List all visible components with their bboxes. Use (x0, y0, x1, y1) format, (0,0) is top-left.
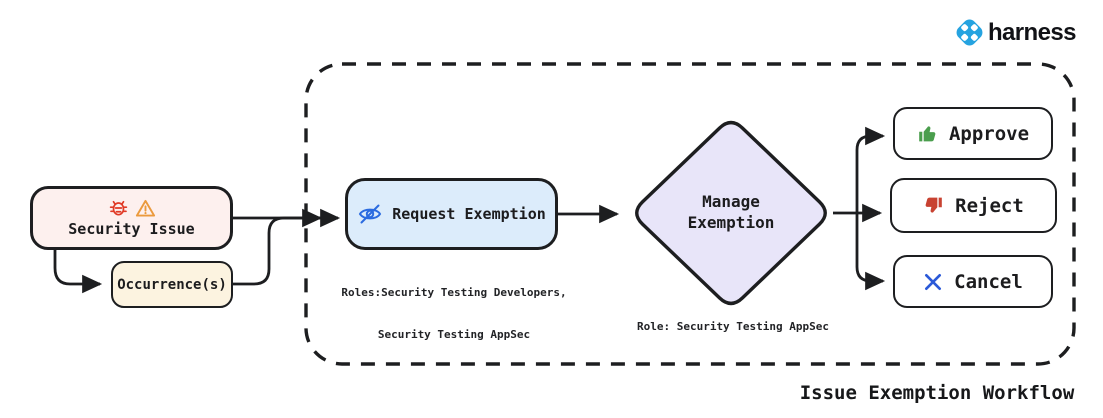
roles-note-line1: Roles:Security Testing Developers, (341, 286, 567, 299)
request-exemption-roles-note: Roles:Security Testing Developers, Secur… (334, 258, 574, 370)
thumbs-up-icon (919, 126, 936, 142)
workflow-caption: Issue Exemption Workflow (799, 382, 1075, 404)
security-issue-icons (108, 198, 156, 218)
occurrences-label: Occurrence(s) (117, 276, 227, 293)
manage-exemption-role-note: Role: Security Testing AppSec (636, 320, 830, 333)
warning-icon (135, 199, 155, 217)
request-exemption-label: Request Exemption (392, 205, 546, 223)
node-approve: Approve (893, 107, 1053, 160)
x-icon (925, 273, 942, 290)
node-security-issue: Security Issue (30, 186, 233, 250)
node-request-exemption: Request Exemption (345, 178, 558, 250)
node-occurrences: Occurrence(s) (111, 261, 233, 308)
reject-label: Reject (955, 194, 1024, 217)
manage-exemption-label: Manage Exemption (687, 192, 775, 232)
node-cancel: Cancel (893, 255, 1053, 308)
node-reject: Reject (890, 178, 1057, 233)
eye-slash-icon (359, 204, 382, 224)
security-issue-label: Security Issue (68, 220, 195, 238)
brand-wordmark: harness (988, 18, 1076, 46)
cancel-label: Cancel (954, 270, 1023, 293)
approve-label: Approve (948, 122, 1030, 145)
harness-logo-icon (956, 19, 983, 46)
brand: harness (954, 17, 1076, 48)
bug-icon (109, 200, 127, 216)
roles-note-line2: Security Testing AppSec (377, 328, 531, 341)
thumbs-down-icon (925, 197, 942, 213)
